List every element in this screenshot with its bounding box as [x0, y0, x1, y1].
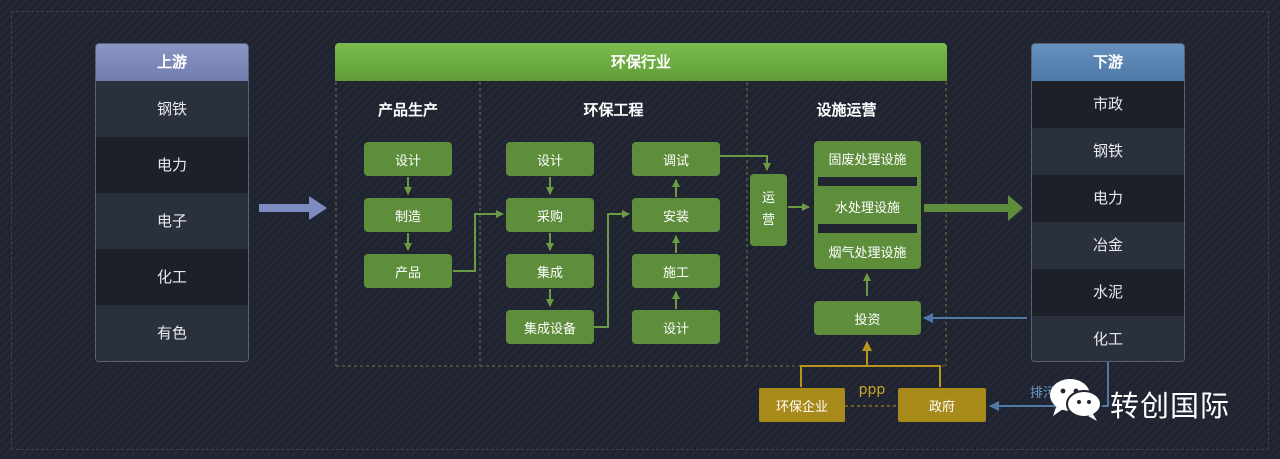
- facility-divider: [818, 224, 917, 233]
- product-section-title: 产品生产: [377, 101, 438, 119]
- downstream-item: 电力: [1032, 175, 1184, 222]
- downstream-item: 钢铁: [1032, 128, 1184, 175]
- downstream-title: 下游: [1032, 44, 1184, 81]
- facility-solid-waste: 固废处理设施: [828, 153, 907, 168]
- engineering-step-integration: 集成: [506, 254, 594, 288]
- watermark-text: 转创国际: [1110, 389, 1231, 423]
- engineering-step-procurement: 采购: [506, 198, 594, 232]
- industry-title: 环保行业: [335, 43, 947, 81]
- facilities-group: [814, 141, 921, 269]
- diagram-frame: [11, 11, 1269, 450]
- wechat-logo-icon: [1046, 375, 1106, 423]
- engineering-step-design-2: 设计: [632, 310, 720, 344]
- engineering-step-design: 设计: [506, 142, 594, 176]
- government-box: 政府: [898, 388, 986, 422]
- operation-run-box: 运营: [750, 174, 787, 246]
- upstream-item: 电子: [96, 193, 248, 249]
- engineering-step-install: 安装: [632, 198, 720, 232]
- enterprise-box: 环保企业: [759, 388, 845, 422]
- facility-water: 水处理设施: [834, 200, 900, 216]
- upstream-item: 电力: [96, 137, 248, 193]
- investment-box: 投资: [814, 301, 921, 335]
- upstream-title: 上游: [96, 44, 248, 81]
- downstream-item: 化工: [1032, 316, 1184, 361]
- facility-divider: [818, 177, 917, 186]
- upstream-item: 有色: [96, 305, 248, 361]
- downstream-item: 水泥: [1032, 269, 1184, 316]
- downstream-arrow: [924, 195, 1023, 221]
- upstream-panel: 上游 钢铁 电力 电子 化工 有色: [95, 43, 249, 362]
- operation-section-title: 设施运营: [816, 101, 877, 119]
- product-step-design: 设计: [364, 142, 452, 176]
- product-step-product: 产品: [364, 254, 452, 288]
- upstream-item: 化工: [96, 249, 248, 305]
- engineering-step-debug: 调试: [632, 142, 720, 176]
- upstream-item: 钢铁: [96, 81, 248, 137]
- facility-flue-gas: 烟气处理设施: [828, 246, 907, 261]
- engineering-step-construction: 施工: [632, 254, 720, 288]
- downstream-item: 市政: [1032, 81, 1184, 128]
- downstream-panel: 下游 市政 钢铁 电力 冶金 水泥 化工: [1031, 43, 1185, 362]
- engineering-step-integrated-equipment: 集成设备: [506, 310, 594, 344]
- product-step-manufacture: 制造: [364, 198, 452, 232]
- ppp-label: ppp: [858, 382, 886, 398]
- upstream-arrow: [259, 196, 327, 220]
- discharge-label: 排污: [1030, 386, 1057, 401]
- engineering-section-title: 环保工程: [583, 101, 644, 119]
- downstream-item: 冶金: [1032, 222, 1184, 269]
